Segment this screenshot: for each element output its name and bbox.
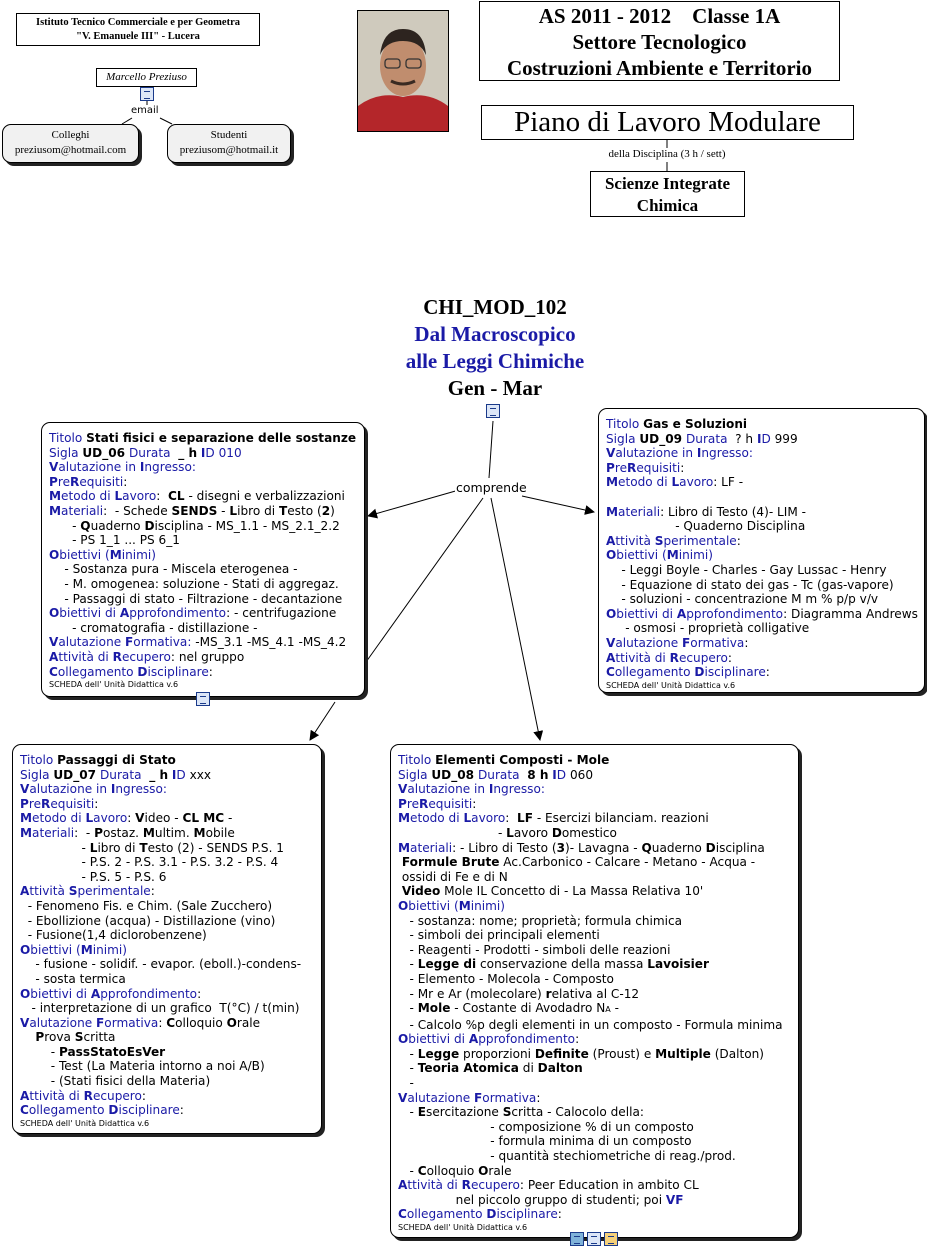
school-subtitle: "V. Emanuele III" - Lucera bbox=[76, 31, 200, 42]
unit-card-ud08[interactable]: Titolo Elementi Composti - Mole Sigla UD… bbox=[390, 744, 799, 1238]
plan-title: Piano di Lavoro Modulare bbox=[514, 106, 821, 138]
school-name: Istituto Tecnico Commerciale e per Geome… bbox=[35, 17, 241, 28]
contact-studenti[interactable]: Studenti preziusom@hotmail.it bbox=[167, 124, 291, 163]
email-label: email bbox=[131, 105, 159, 116]
link-label-comprende: comprende bbox=[455, 480, 528, 495]
contact-colleghi[interactable]: Colleghi preziusom@hotmail.com bbox=[2, 124, 139, 163]
card-footer-note: SCHEDA dell' Unità Didattica v.6 bbox=[398, 1223, 528, 1232]
school-box: Istituto Tecnico Commerciale e per Geome… bbox=[16, 13, 260, 46]
author-photo bbox=[357, 10, 449, 132]
class-name: Classe 1A bbox=[692, 4, 781, 28]
unit-card-ud09[interactable]: Titolo Gas e Soluzioni Sigla UD_09 Durat… bbox=[598, 408, 925, 693]
subject-line1: Scienze Integrate bbox=[604, 174, 731, 193]
year-box: AS 2011 - 2012 Classe 1A Settore Tecnolo… bbox=[479, 1, 840, 81]
author-box: Marcello Preziuso bbox=[96, 68, 197, 87]
contact-label: Studenti bbox=[210, 129, 248, 141]
contact-label: Colleghi bbox=[51, 129, 90, 141]
module-title-line1: Dal Macroscopico bbox=[414, 322, 576, 346]
sector: Settore Tecnologico bbox=[572, 30, 747, 54]
attachment-icon[interactable] bbox=[604, 1232, 618, 1246]
contact-email: preziusom@hotmail.com bbox=[14, 144, 127, 156]
document-icon[interactable] bbox=[587, 1232, 601, 1246]
discipline-note: della Disciplina (3 h / sett) bbox=[608, 148, 726, 160]
subject-box: Scienze Integrate Chimica bbox=[590, 171, 745, 217]
document-icon[interactable] bbox=[140, 87, 154, 101]
document-icon[interactable] bbox=[196, 692, 210, 706]
author-name: Marcello Preziuso bbox=[106, 71, 187, 83]
course: Costruzioni Ambiente e Territorio bbox=[506, 56, 813, 80]
card-footer-note: SCHEDA dell' Unità Didattica v.6 bbox=[49, 680, 179, 690]
card-footer-note: SCHEDA dell' Unità Didattica v.6 bbox=[606, 680, 736, 690]
unit-card-ud07[interactable]: Titolo Passaggi di Stato Sigla UD_07 Dur… bbox=[12, 744, 322, 1134]
module-code: CHI_MOD_102 bbox=[423, 295, 567, 319]
subject-line2: Chimica bbox=[636, 196, 699, 215]
concept-map-icon[interactable] bbox=[486, 404, 500, 418]
image-icon[interactable] bbox=[570, 1232, 584, 1246]
plan-title-box: Piano di Lavoro Modulare bbox=[481, 105, 854, 140]
module-period: Gen - Mar bbox=[447, 376, 543, 400]
module-title-block: CHI_MOD_102 Dal Macroscopico alle Leggi … bbox=[330, 294, 660, 402]
school-year: AS 2011 - 2012 bbox=[538, 4, 672, 28]
contact-email: preziusom@hotmail.it bbox=[179, 144, 279, 156]
module-title-line2: alle Leggi Chimiche bbox=[405, 349, 585, 373]
card-footer-note: SCHEDA dell' Unità Didattica v.6 bbox=[20, 1118, 150, 1128]
unit-card-ud06[interactable]: Titolo Stati fisici e separazione delle … bbox=[41, 422, 365, 697]
